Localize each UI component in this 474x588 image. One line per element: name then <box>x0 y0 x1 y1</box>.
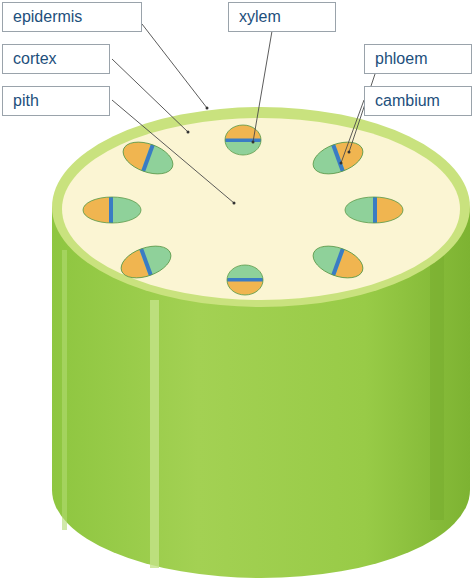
cortex-pith <box>62 118 460 300</box>
label-box: xylem <box>228 2 336 32</box>
highlight <box>62 250 67 530</box>
label-box: cambium <box>364 86 472 116</box>
stem-base <box>52 402 470 578</box>
label-box: cortex <box>2 44 110 74</box>
label-box: pith <box>2 86 110 116</box>
shade <box>430 250 444 520</box>
label-text: phloem <box>375 50 427 68</box>
label-box: epidermis <box>2 2 142 32</box>
highlight <box>150 300 159 568</box>
label-text: epidermis <box>13 8 82 26</box>
leader-dots <box>187 107 351 205</box>
vascular-bundles <box>81 123 405 297</box>
label-text: xylem <box>239 8 281 26</box>
label-text: cortex <box>13 50 57 68</box>
epidermis-ring <box>52 107 470 307</box>
label-text: cambium <box>375 92 440 110</box>
label-box: phloem <box>364 44 472 74</box>
label-text: pith <box>13 92 39 110</box>
leader-lines <box>112 24 380 203</box>
